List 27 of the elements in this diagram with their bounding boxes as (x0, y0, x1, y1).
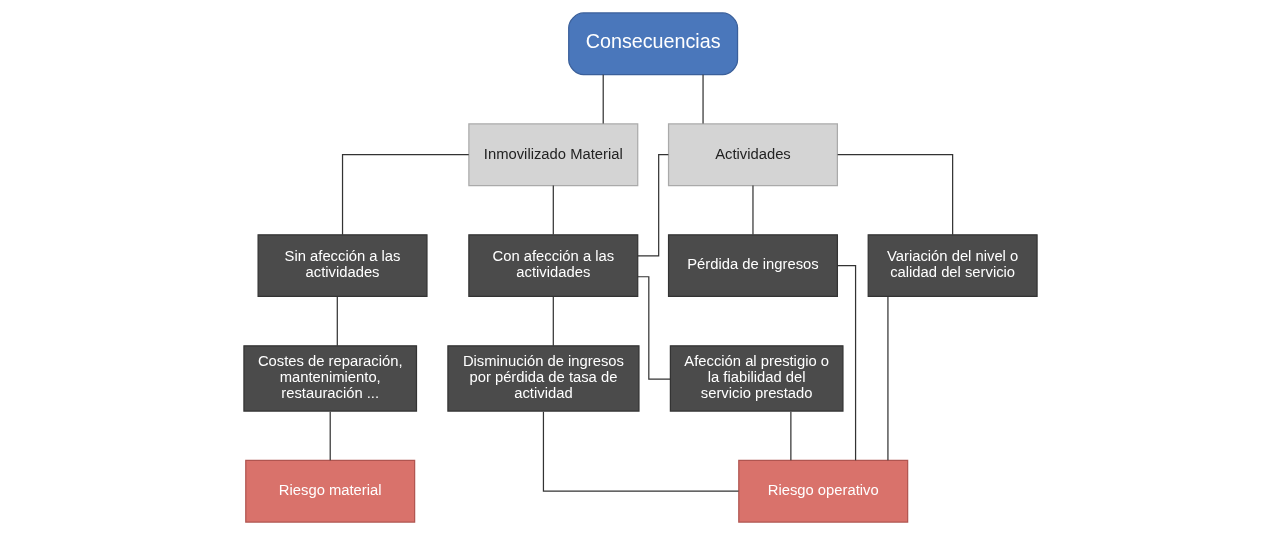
connector (637, 154, 670, 257)
node-box: Costes de reparación, mantenimiento, restauración ... (243, 345, 418, 412)
node-box: Inmovilizado Material (468, 123, 639, 187)
node-box: Con afección a las actividades (468, 234, 639, 298)
connector (837, 154, 954, 236)
connector (336, 295, 338, 347)
node-box: Actividades (667, 123, 838, 187)
node-box: Sin afección a las actividades (257, 234, 428, 298)
connector (752, 185, 754, 236)
connector (329, 411, 331, 461)
node-box: Disminución de ingresos por pérdida de tasa de actividad (447, 345, 640, 412)
connector (552, 295, 554, 347)
connector (341, 154, 470, 236)
node-box: Riesgo material (245, 459, 416, 523)
connector (837, 265, 857, 461)
node-box: Riesgo operativo (738, 459, 909, 523)
node-box: Variación del nivel o calidad del servicio (867, 234, 1038, 298)
connector (702, 74, 704, 125)
connector (542, 411, 740, 492)
connector (790, 411, 792, 461)
connector (637, 276, 671, 380)
connector (602, 74, 604, 125)
node-box: Afección al prestigio o la fiabilidad del servicio prestado (669, 345, 844, 412)
node-box: Consecuencias (568, 12, 739, 76)
connector (552, 185, 554, 236)
node-box: Pérdida de ingresos (667, 234, 838, 298)
connector (887, 295, 889, 461)
